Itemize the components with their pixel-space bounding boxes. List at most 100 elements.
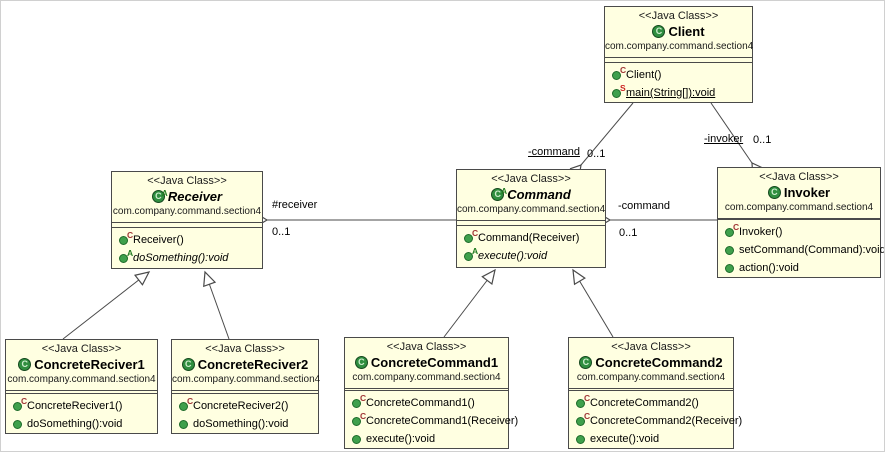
- method-icon: [352, 434, 361, 444]
- class-name: Client: [668, 24, 705, 39]
- fields-compartment: [172, 390, 318, 394]
- generalization-concretereciver2-receiver: [203, 270, 230, 340]
- abstract-marker: A: [127, 247, 134, 258]
- class-box-client[interactable]: <<Java Class>> C Client com.company.comm…: [604, 6, 753, 103]
- constructor-marker: C: [584, 392, 591, 403]
- class-name: ConcreteReciver1: [34, 357, 145, 372]
- class-header: <<Java Class>> C Client com.company.comm…: [605, 7, 754, 57]
- method-icon: C: [13, 396, 27, 411]
- class-box-invoker[interactable]: <<Java Class>> C Invoker com.company.com…: [717, 167, 884, 278]
- class-icon-letter: C: [655, 26, 663, 36]
- class-header: <<Java Class>> C ConcreteReciver2 com.co…: [172, 340, 320, 390]
- class-name: ConcreteCommand1: [370, 355, 499, 370]
- fields-compartment: [457, 220, 605, 226]
- class-icon-letter: C: [184, 359, 192, 369]
- java-class-icon: C: [767, 186, 781, 199]
- method-icon: C: [464, 228, 478, 243]
- methods-compartment: C ConcreteCommand2() C ConcreteCommand2(…: [569, 391, 742, 448]
- package-label: com.company.command.section4: [457, 204, 606, 215]
- fields-compartment: [112, 222, 262, 228]
- constructor-marker: C: [584, 410, 591, 421]
- method-row: C ConcreteCommand1(Receiver): [345, 410, 518, 430]
- edge-role-client-invoker: -invoker: [704, 133, 744, 145]
- method-icon: S: [612, 83, 626, 98]
- class-icon-letter: C: [494, 189, 501, 199]
- constructor-marker: C: [360, 410, 367, 421]
- class-header: <<Java Class>> C Invoker com.company.com…: [718, 168, 880, 218]
- method-row: setCommand(Command):void: [718, 241, 884, 259]
- method-label: execute():void: [590, 433, 660, 445]
- class-box-concretecommand1[interactable]: <<Java Class>> C ConcreteCommand1 com.co…: [344, 337, 518, 449]
- class-name: Invoker: [783, 185, 831, 200]
- class-name: ConcreteReciver2: [197, 357, 309, 372]
- fields-compartment: [718, 218, 880, 220]
- generalization-concretecommand1-command: [443, 268, 496, 338]
- abstract-marker: A: [161, 189, 168, 198]
- package-label: com.company.command.section4: [352, 372, 501, 383]
- method-label: ConcreteReciver2(): [193, 400, 289, 412]
- method-icon: [179, 419, 188, 429]
- java-class-icon: C: [652, 25, 666, 38]
- class-box-concretereciver2[interactable]: <<Java Class>> C ConcreteReciver2 com.co…: [171, 339, 320, 434]
- stereotype-label: <<Java Class>>: [386, 341, 467, 353]
- constructor-marker: C: [127, 229, 134, 240]
- method-label: Command(Receiver): [478, 232, 580, 244]
- method-row: C Receiver(): [112, 230, 262, 249]
- method-label: action():void: [739, 262, 799, 274]
- class-header: <<Java Class>> C ConcreteReciver1 com.co…: [6, 340, 157, 390]
- method-row: C ConcreteReciver2(): [172, 395, 318, 415]
- edge-role-client-command: -command: [528, 146, 580, 158]
- class-header: <<Java Class>> C ConcreteCommand1 com.co…: [345, 338, 508, 388]
- method-row: A doSomething():void: [112, 247, 262, 267]
- edge-role-command-receiver: #receiver: [272, 199, 318, 211]
- class-name-row: C ConcreteReciver2: [172, 356, 318, 373]
- static-marker: S: [620, 82, 626, 93]
- edge-multiplicity-client-invoker: 0..1: [753, 134, 772, 146]
- fields-compartment: [605, 57, 752, 63]
- edge-multiplicity-client-command: 0..1: [587, 148, 606, 160]
- method-row: S main(String[]):void: [605, 83, 752, 102]
- class-name-row: C Invoker: [718, 184, 880, 201]
- class-box-concretereciver1[interactable]: <<Java Class>> C ConcreteReciver1 com.co…: [5, 339, 158, 434]
- method-icon: [576, 434, 585, 444]
- association-client-invoker: [710, 102, 763, 175]
- method-label: doSomething():void: [27, 418, 123, 430]
- method-label: ConcreteCommand1(): [366, 397, 475, 409]
- class-name-row: C ConcreteReciver1: [6, 356, 157, 373]
- methods-compartment: C Command(Receiver) A execute():void: [457, 226, 605, 267]
- method-icon: C: [119, 230, 133, 245]
- method-label: ConcreteCommand2(): [590, 397, 699, 409]
- methods-compartment: C ConcreteCommand1() C ConcreteCommand1(…: [345, 391, 518, 448]
- method-icon: C: [576, 411, 590, 426]
- fields-compartment: [345, 388, 508, 391]
- class-box-concretecommand2[interactable]: <<Java Class>> C ConcreteCommand2 com.co…: [568, 337, 742, 449]
- methods-compartment: C Receiver() A doSomething():void: [112, 228, 262, 268]
- package-label: com.company.command.section4: [112, 206, 262, 217]
- edge-role-invoker-command: -command: [618, 200, 670, 212]
- class-icon-letter: C: [582, 357, 590, 367]
- method-label: ConcreteCommand2(Receiver): [590, 415, 743, 427]
- class-name-row: C Client: [605, 23, 752, 40]
- stereotype-label: <<Java Class>>: [147, 175, 227, 187]
- edge-multiplicity-command-receiver: 0..1: [272, 226, 291, 238]
- methods-compartment: C Invoker() setCommand(Command):void act…: [718, 220, 884, 277]
- generalization-concretecommand2-command: [572, 268, 614, 338]
- class-header: <<Java Class>> C ConcreteCommand2 com.co…: [569, 338, 733, 388]
- stereotype-label: <<Java Class>>: [611, 341, 691, 353]
- method-row: A execute():void: [457, 246, 605, 265]
- package-label: com.company.command.section4: [605, 41, 754, 52]
- method-row: C ConcreteCommand2(): [569, 392, 733, 412]
- constructor-marker: C: [187, 395, 194, 406]
- method-row: C ConcreteCommand1(): [345, 393, 508, 412]
- java-class-icon: C: [354, 356, 368, 369]
- method-row: execute():void: [569, 430, 733, 448]
- method-row: execute():void: [345, 430, 508, 448]
- methods-compartment: C Client() S main(String[]):void: [605, 63, 752, 102]
